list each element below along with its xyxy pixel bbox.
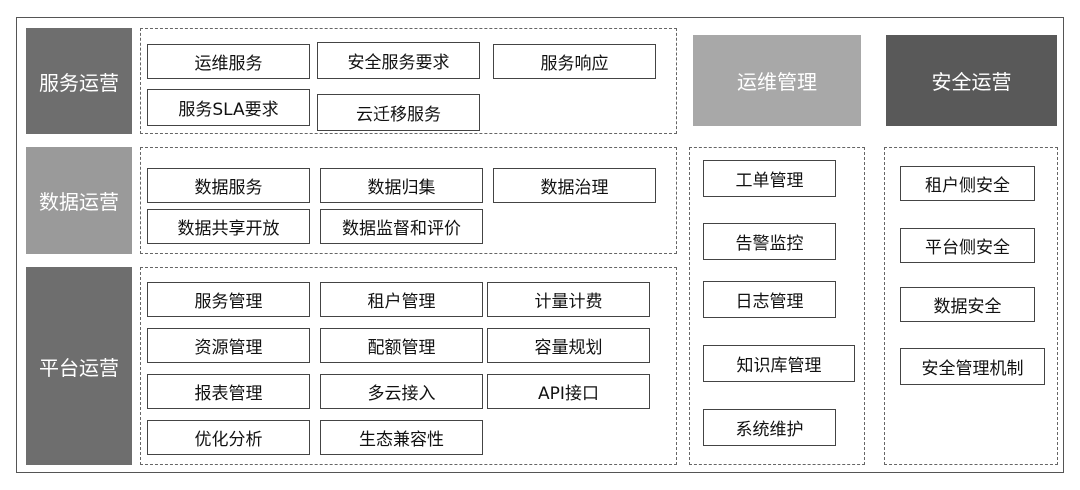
item-platform-ops-3: 资源管理 xyxy=(147,328,310,363)
item-platform-ops-5: 容量规划 xyxy=(487,328,650,363)
item-platform-ops-2: 计量计费 xyxy=(487,282,650,317)
item-security-ops-3: 安全管理机制 xyxy=(900,348,1045,385)
item-security-ops-0: 租户侧安全 xyxy=(900,166,1035,201)
category-security-ops: 安全运营 xyxy=(886,35,1057,126)
platform-ops-group xyxy=(140,267,677,465)
item-service-ops-3: 服务SLA要求 xyxy=(147,89,310,126)
item-data-ops-1: 数据归集 xyxy=(320,168,483,203)
category-service-ops: 服务运营 xyxy=(26,28,132,134)
item-security-ops-2: 数据安全 xyxy=(900,287,1035,322)
item-platform-ops-0: 服务管理 xyxy=(147,282,310,317)
item-service-ops-2: 服务响应 xyxy=(493,44,656,79)
outer-frame xyxy=(16,17,1064,473)
item-service-ops-4: 云迁移服务 xyxy=(317,94,480,131)
category-data-ops: 数据运营 xyxy=(26,147,132,254)
category-ops-mgmt: 运维管理 xyxy=(693,35,861,126)
item-platform-ops-4: 配额管理 xyxy=(320,328,483,363)
service-ops-group xyxy=(140,28,677,134)
item-platform-ops-8: API接口 xyxy=(487,374,650,409)
item-ops-mgmt-1: 告警监控 xyxy=(703,223,836,260)
item-data-ops-4: 数据监督和评价 xyxy=(320,209,483,244)
item-platform-ops-10: 生态兼容性 xyxy=(320,420,483,455)
item-platform-ops-7: 多云接入 xyxy=(320,374,483,409)
item-data-ops-3: 数据共享开放 xyxy=(147,209,310,244)
ops-mgmt-group xyxy=(689,147,865,465)
item-platform-ops-6: 报表管理 xyxy=(147,374,310,409)
item-service-ops-0: 运维服务 xyxy=(147,44,310,79)
item-platform-ops-9: 优化分析 xyxy=(147,420,310,455)
item-ops-mgmt-0: 工单管理 xyxy=(703,160,836,197)
item-data-ops-0: 数据服务 xyxy=(147,168,310,203)
item-ops-mgmt-3: 知识库管理 xyxy=(703,345,855,382)
item-service-ops-1: 安全服务要求 xyxy=(317,42,480,79)
item-platform-ops-1: 租户管理 xyxy=(320,282,483,317)
security-ops-group xyxy=(884,147,1058,465)
item-data-ops-2: 数据治理 xyxy=(493,168,656,203)
item-security-ops-1: 平台侧安全 xyxy=(900,228,1035,263)
item-ops-mgmt-4: 系统维护 xyxy=(703,409,836,446)
category-platform-ops: 平台运营 xyxy=(26,267,132,465)
data-ops-group xyxy=(140,147,677,254)
item-ops-mgmt-2: 日志管理 xyxy=(703,281,836,318)
